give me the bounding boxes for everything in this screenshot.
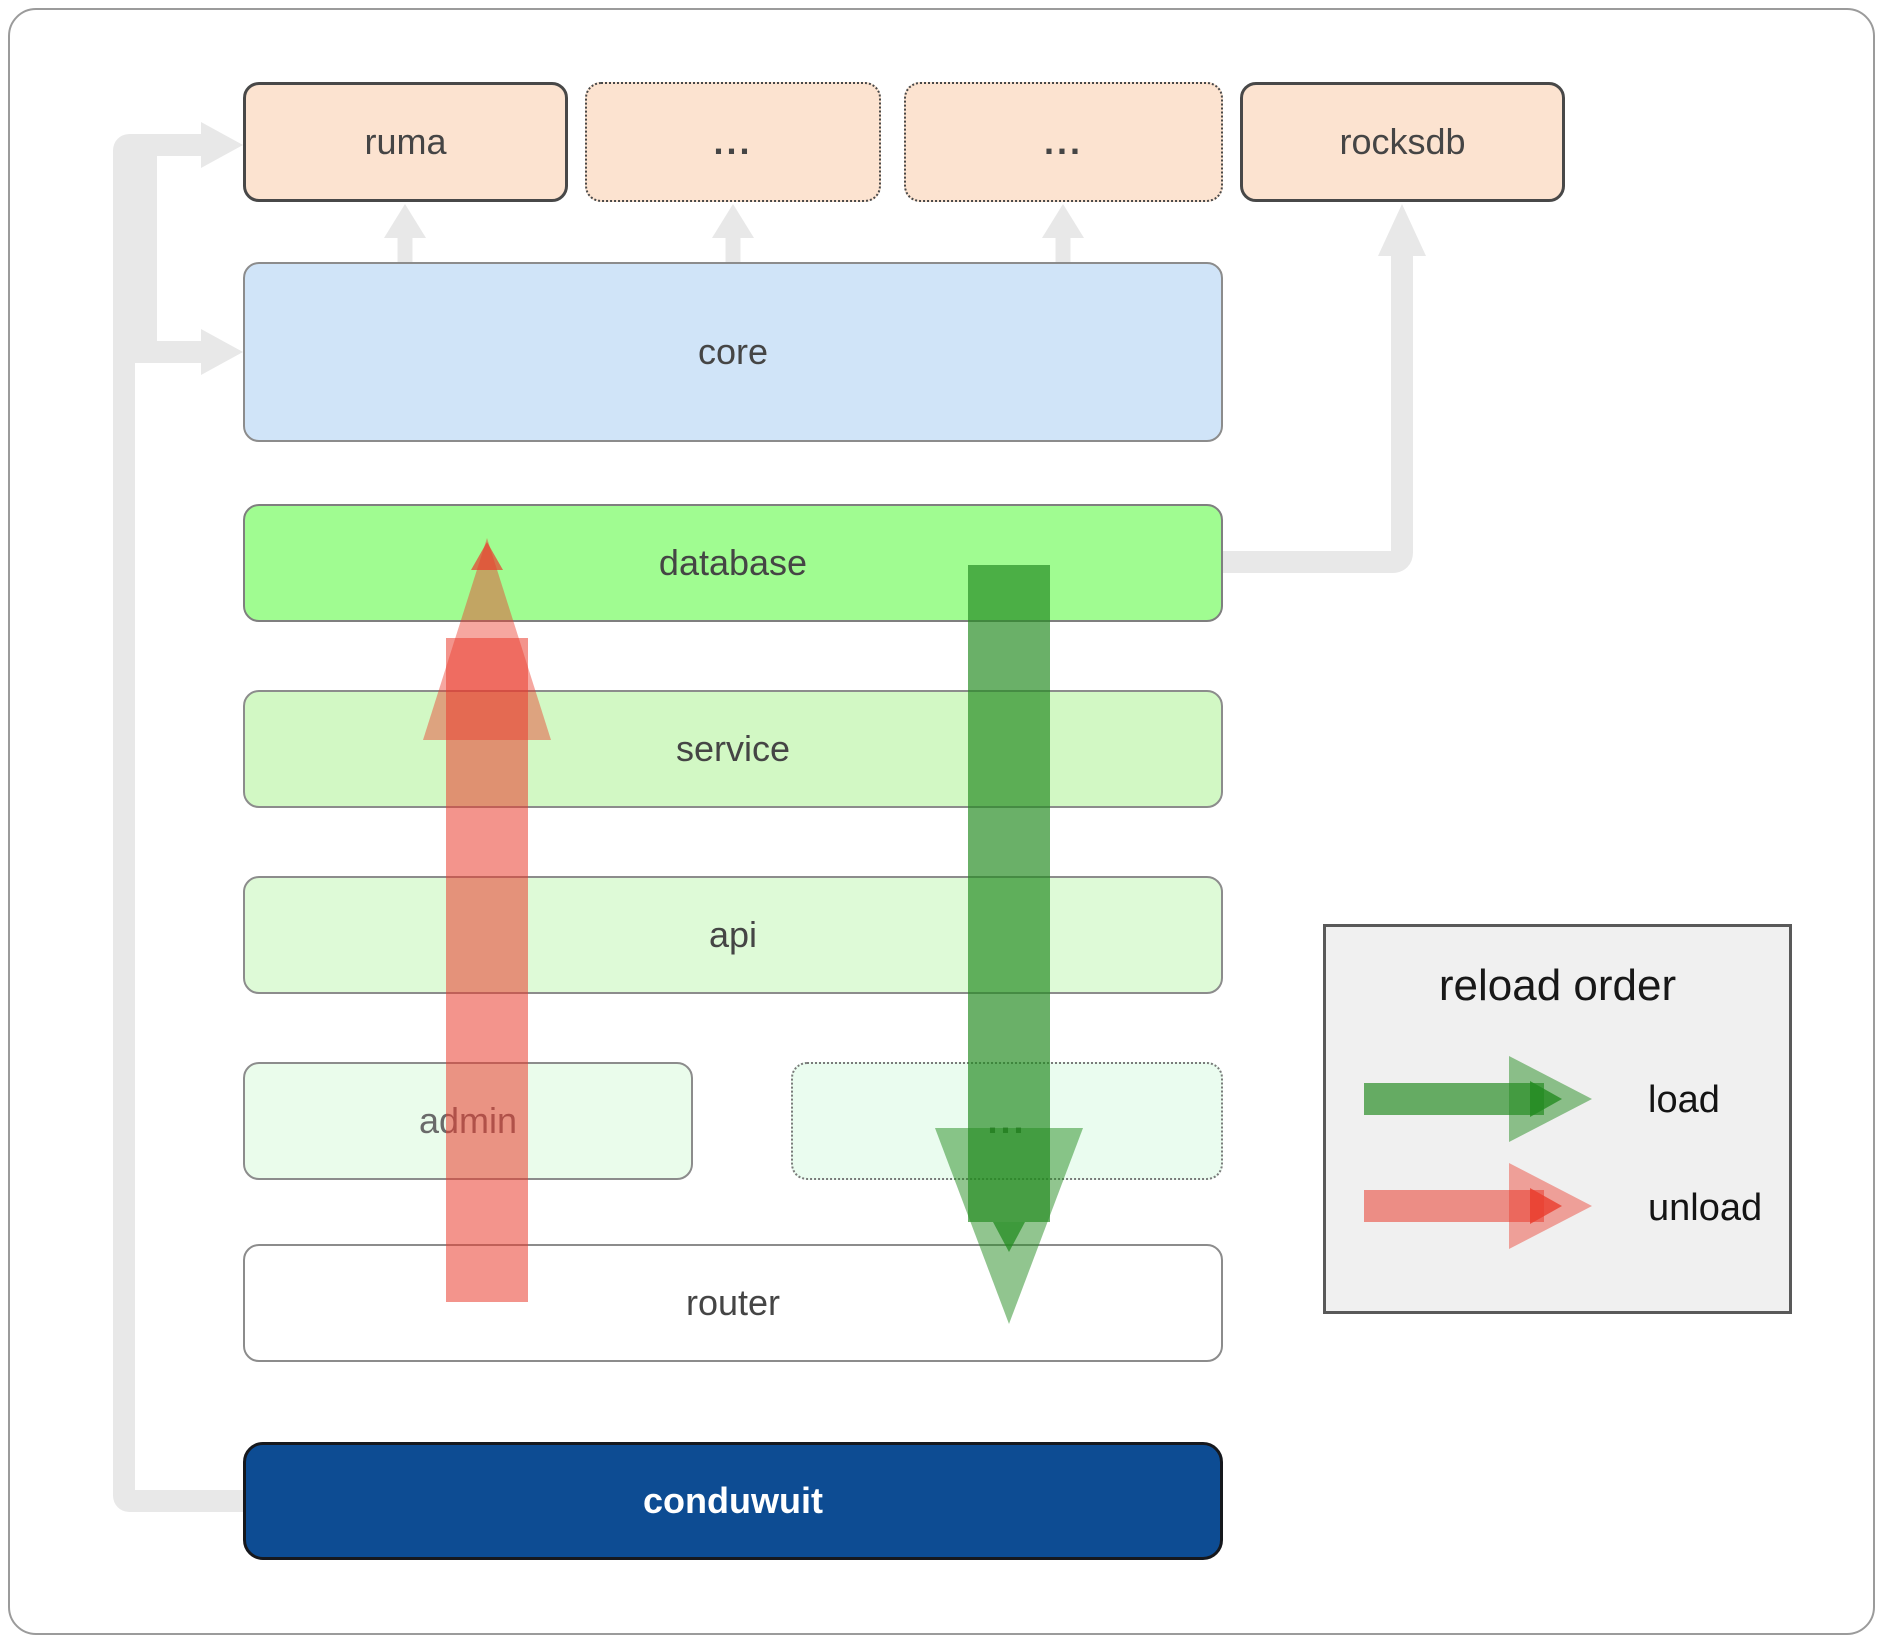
node-database: database — [243, 504, 1223, 622]
node-ellipsis-1-label: ... — [713, 121, 753, 162]
node-admin-label: admin — [418, 1100, 518, 1141]
node-ellipsis-2-label: ... — [1043, 121, 1083, 162]
node-core: core — [243, 262, 1223, 442]
node-api-label: api — [708, 914, 758, 955]
node-ruma-label: ruma — [364, 121, 447, 162]
node-ellipsis-1: ... — [585, 82, 881, 202]
legend-label-unload: unload — [1648, 1187, 1763, 1229]
node-router: router — [243, 1244, 1223, 1362]
legend-title: reload order — [1438, 961, 1677, 1010]
node-admin: admin — [243, 1062, 693, 1180]
node-rocksdb: rocksdb — [1240, 82, 1565, 202]
legend-reload-order: reload order load unload — [1323, 924, 1792, 1314]
node-core-label: core — [697, 331, 769, 372]
node-service-label: service — [675, 728, 791, 769]
node-ellipsis-3: ... — [791, 1062, 1223, 1180]
node-conduwuit-label: conduwuit — [643, 1480, 823, 1521]
outer-frame — [8, 8, 1875, 1635]
node-database-label: database — [658, 542, 808, 583]
node-ellipsis-2: ... — [904, 82, 1223, 202]
node-conduwuit: conduwuit — [243, 1442, 1223, 1560]
node-service: service — [243, 690, 1223, 808]
legend-label-load: load — [1648, 1079, 1720, 1121]
node-api: api — [243, 876, 1223, 994]
node-ruma: ruma — [243, 82, 568, 202]
node-router-label: router — [685, 1282, 781, 1323]
node-ellipsis-3-label: ... — [987, 1100, 1027, 1141]
node-rocksdb-label: rocksdb — [1339, 121, 1466, 162]
